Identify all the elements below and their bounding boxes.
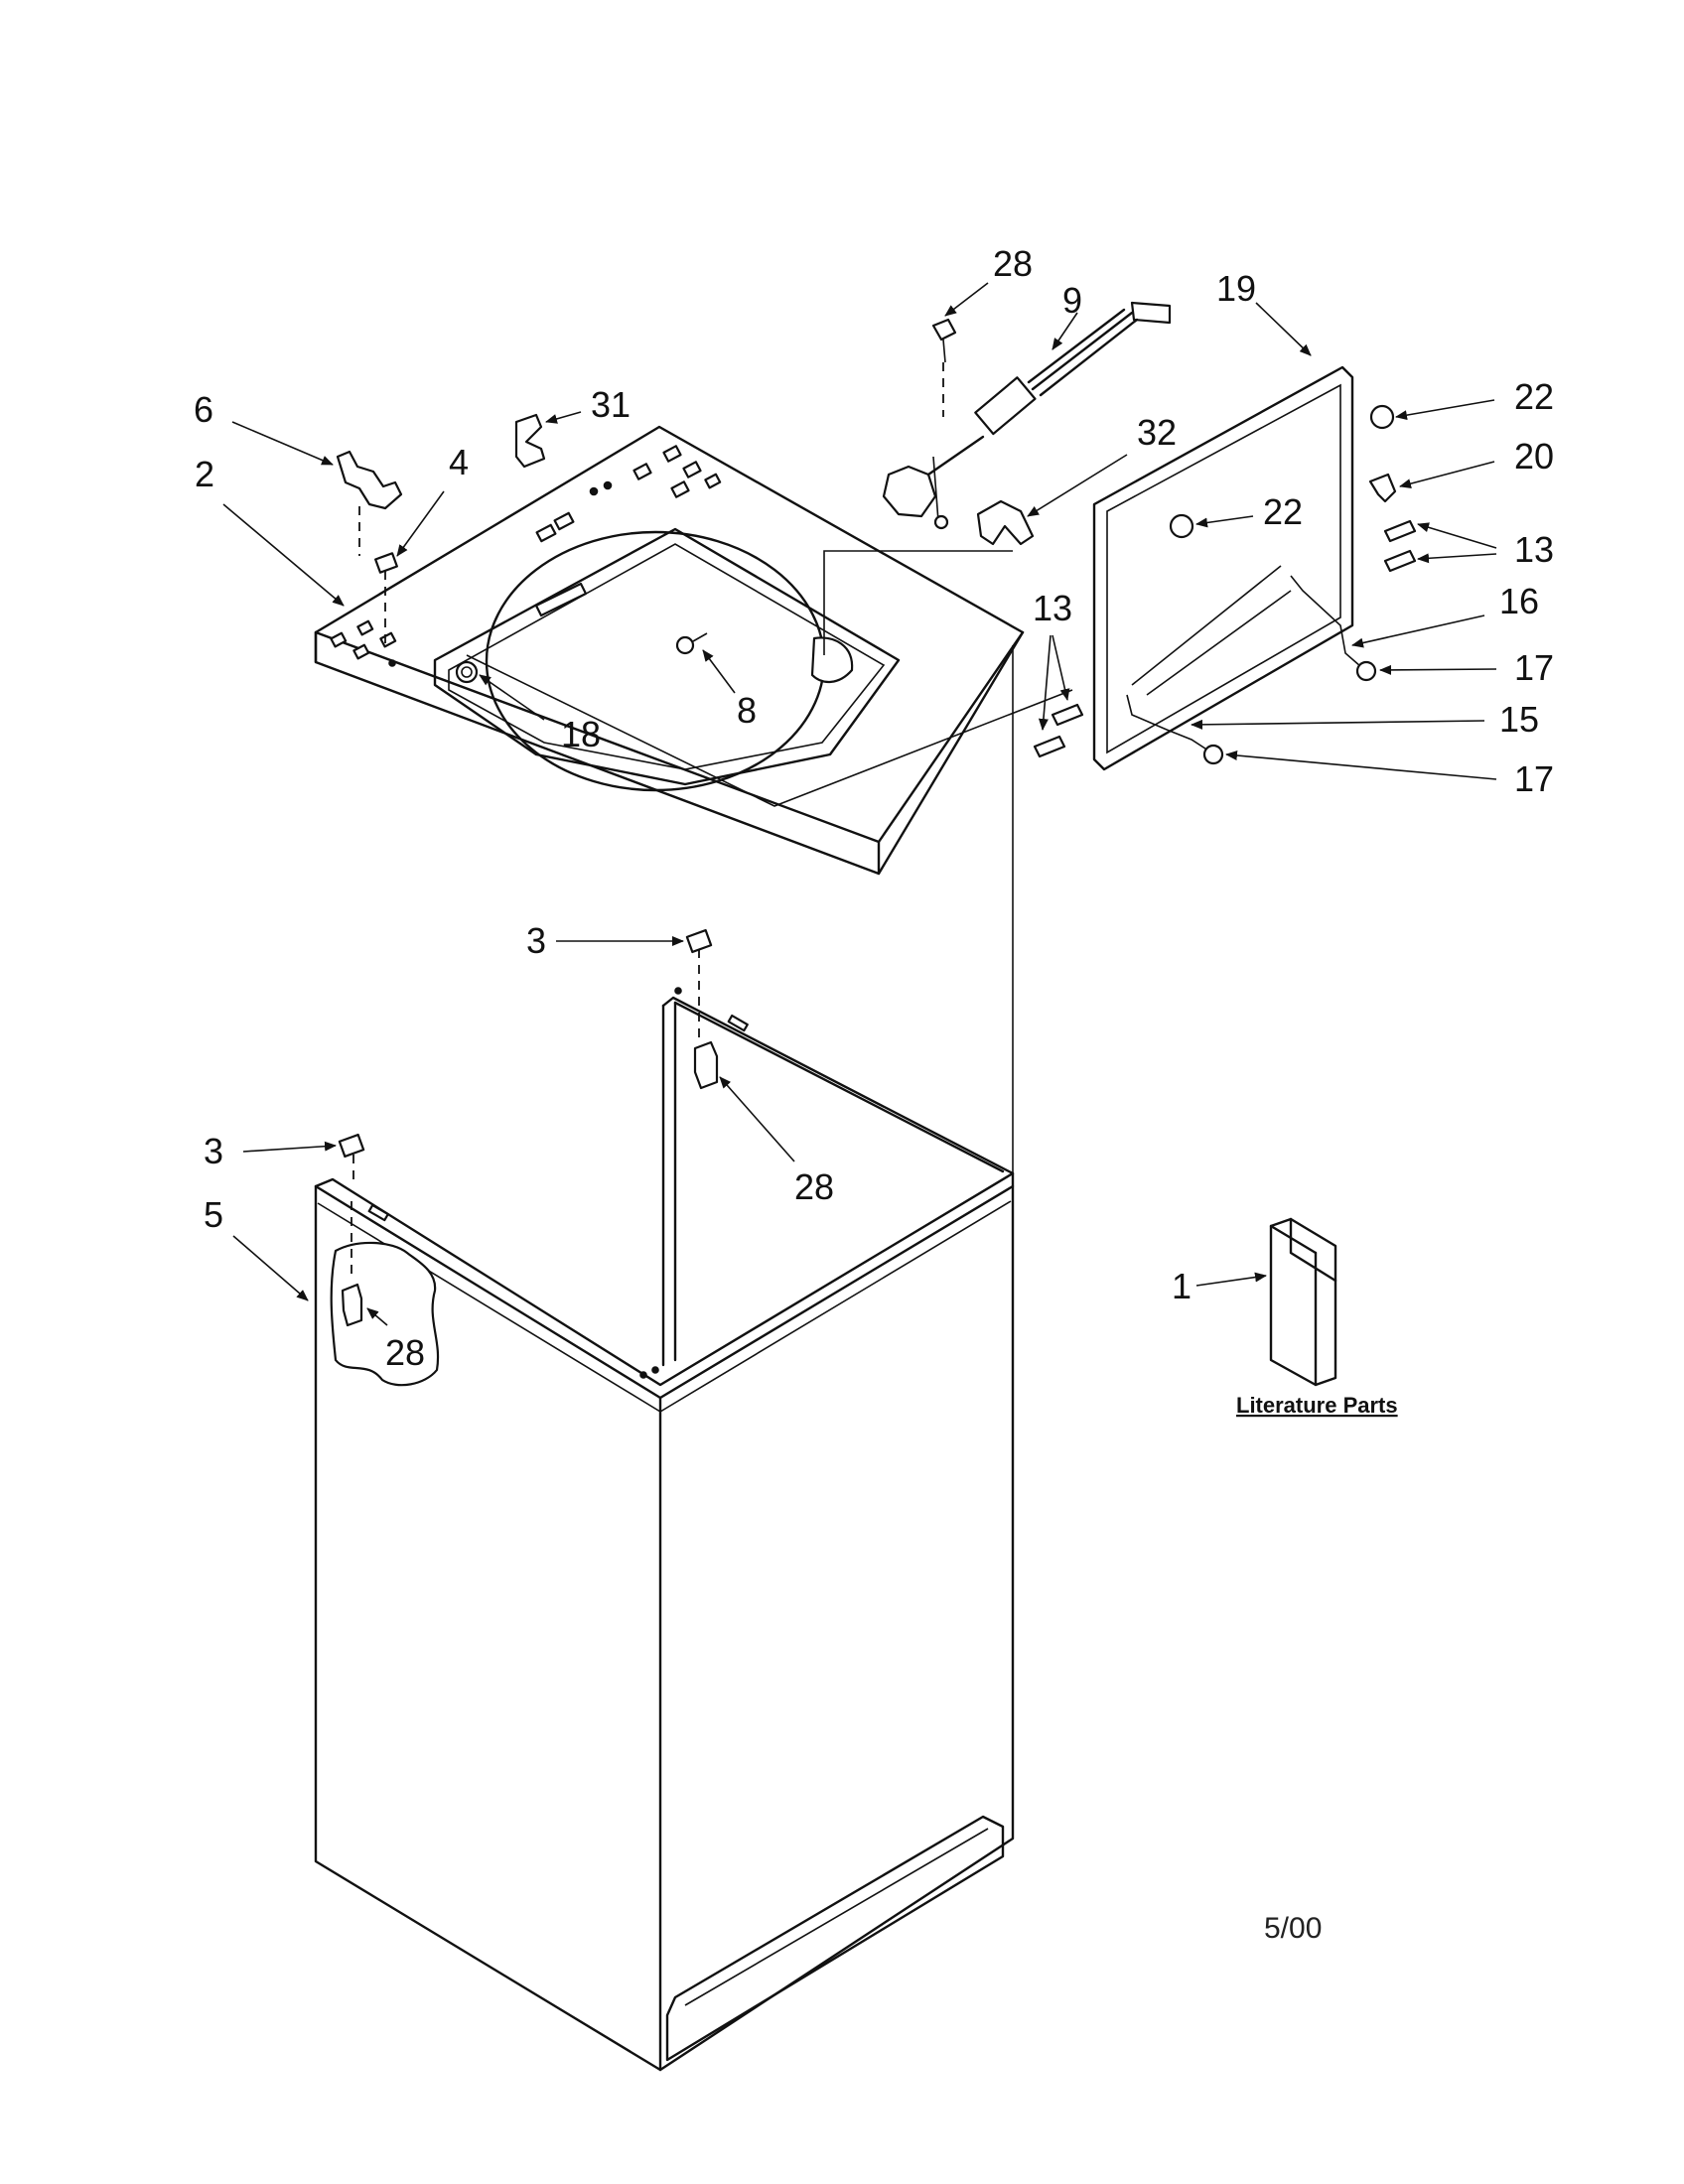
callout-32: 32: [1137, 412, 1177, 453]
bracket-leader: [823, 550, 1013, 655]
part-28-screw-mid: [693, 1040, 719, 1090]
callout-17: 17: [1514, 647, 1554, 688]
part-18-fitting: [455, 660, 479, 684]
callout-3: 3: [204, 1131, 223, 1171]
callout-labels: 28 9 19 22 6 31 32 20 2 4 22 13 13 16 8 …: [194, 243, 1554, 1945]
part-3-clips: [338, 928, 713, 1159]
cabinet: [314, 645, 1015, 2072]
callout-31: 31: [591, 384, 631, 425]
alignment-lines: [351, 362, 944, 1281]
part-9-harness: [882, 301, 1172, 530]
part-13-screws: [1033, 519, 1417, 758]
callout-20: 20: [1514, 436, 1554, 477]
callout-28: 28: [794, 1166, 834, 1207]
callout-22: 22: [1263, 491, 1303, 532]
callout-3: 3: [526, 920, 546, 961]
callout-19: 19: [1216, 268, 1256, 309]
callout-8: 8: [737, 690, 757, 731]
callout-17: 17: [1514, 758, 1554, 799]
callout-18: 18: [561, 714, 601, 754]
literature-parts-label: Literature Parts: [1236, 1393, 1398, 1418]
callout-5: 5: [204, 1194, 223, 1235]
part-20: [1368, 473, 1397, 503]
callout-28: 28: [385, 1332, 425, 1373]
callout-1: 1: [1172, 1266, 1192, 1306]
callout-2: 2: [195, 454, 214, 494]
callout-6: 6: [194, 389, 213, 430]
part-17-nuts: [1202, 660, 1377, 765]
leader-arrows: [222, 282, 1497, 1326]
callout-28: 28: [993, 243, 1033, 284]
part-4-clip: [374, 552, 398, 574]
part-32-bracket: [976, 499, 1035, 546]
callout-13: 13: [1033, 588, 1072, 628]
revision-date: 5/00: [1264, 1912, 1322, 1945]
part-22-knobs: [1169, 404, 1395, 539]
part-8-screw: [675, 632, 708, 655]
callout-16: 16: [1499, 581, 1539, 621]
part-28-screw-bottom: [341, 1283, 363, 1327]
part-28-screw-top: [931, 318, 957, 363]
part-6-clip: [336, 450, 403, 510]
callout-15: 15: [1499, 699, 1539, 740]
callout-4: 4: [449, 442, 469, 482]
part-31-bracket: [514, 413, 546, 469]
part-1-literature: [1269, 1217, 1337, 1387]
callout-22: 22: [1514, 376, 1554, 417]
control-frame: [1092, 365, 1369, 771]
callout-9: 9: [1062, 280, 1082, 321]
callout-13: 13: [1514, 529, 1554, 570]
top-panel: [314, 425, 1073, 876]
